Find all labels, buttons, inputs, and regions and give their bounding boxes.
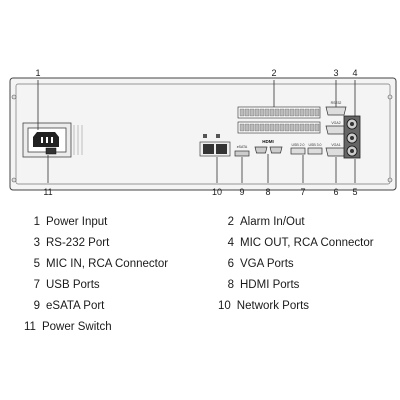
alarm-terminal: [279, 123, 285, 132]
alarm-terminal: [254, 123, 260, 132]
power-switch: [45, 147, 57, 155]
svg-text:USB 2.0: USB 2.0: [291, 143, 304, 147]
alarm-terminal-blocks: [237, 106, 321, 134]
alarm-terminal: [294, 123, 300, 132]
callout-4: 4: [352, 68, 357, 78]
svg-text:VGA2: VGA2: [331, 121, 340, 125]
svg-text:VGA1: VGA1: [331, 143, 340, 147]
alarm-terminal: [249, 108, 255, 117]
callout-8: 8: [265, 187, 270, 197]
alarm-terminal: [239, 108, 245, 117]
alarm-terminal: [304, 123, 310, 132]
hdmi-ports: HDMI: [254, 139, 283, 154]
alarm-terminal: [314, 123, 320, 132]
svg-text:HDMI: HDMI: [262, 139, 274, 144]
alarm-terminal: [299, 108, 305, 117]
alarm-terminal: [269, 108, 275, 117]
alarm-terminal: [284, 123, 290, 132]
callout-5: 5: [352, 187, 357, 197]
alarm-terminal: [244, 108, 250, 117]
network-ports: [199, 134, 231, 157]
callout-3: 3: [333, 68, 338, 78]
alarm-terminal: [274, 108, 280, 117]
alarm-terminal: [289, 108, 295, 117]
alarm-terminal: [284, 108, 290, 117]
callout-1: 1: [35, 68, 40, 78]
alarm-terminal: [249, 123, 255, 132]
alarm-terminal: [304, 108, 310, 117]
alarm-terminal: [244, 123, 250, 132]
callout-leaders: [37, 80, 356, 183]
alarm-terminal: [279, 108, 285, 117]
alarm-terminal: [254, 108, 260, 117]
mic-in-rca-connector: [346, 132, 358, 157]
callout-7: 7: [300, 187, 305, 197]
callout-9: 9: [239, 187, 244, 197]
alarm-terminal: [294, 108, 300, 117]
alarm-terminal: [314, 108, 320, 117]
mic-out-rca-connector: [346, 118, 358, 130]
alarm-terminal: [264, 123, 270, 132]
alarm-terminal: [309, 108, 315, 117]
alarm-terminal: [269, 123, 275, 132]
psu-vent: [73, 125, 83, 155]
usb-ports: USB 2.0 USB 3.0: [290, 143, 323, 155]
callout-2: 2: [271, 68, 276, 78]
alarm-terminal: [289, 123, 295, 132]
alarm-terminal: [299, 123, 305, 132]
callout-10: 10: [212, 187, 222, 197]
vga-ports: VGA2 VGA1: [325, 121, 347, 157]
svg-text:eSATA: eSATA: [237, 145, 248, 149]
esata-port: eSATA: [234, 145, 250, 157]
alarm-terminal: [264, 108, 270, 117]
callout-11: 11: [43, 187, 52, 197]
alarm-terminal: [259, 108, 265, 117]
alarm-terminal: [309, 123, 315, 132]
svg-text:USB 3.0: USB 3.0: [308, 143, 321, 147]
callout-6: 6: [333, 187, 338, 197]
rear-panel-diagram: RS232 VGA2 VGA1 eSATA HDMI: [9, 68, 397, 197]
alarm-terminal: [274, 123, 280, 132]
alarm-terminal: [239, 123, 245, 132]
alarm-terminal: [259, 123, 265, 132]
